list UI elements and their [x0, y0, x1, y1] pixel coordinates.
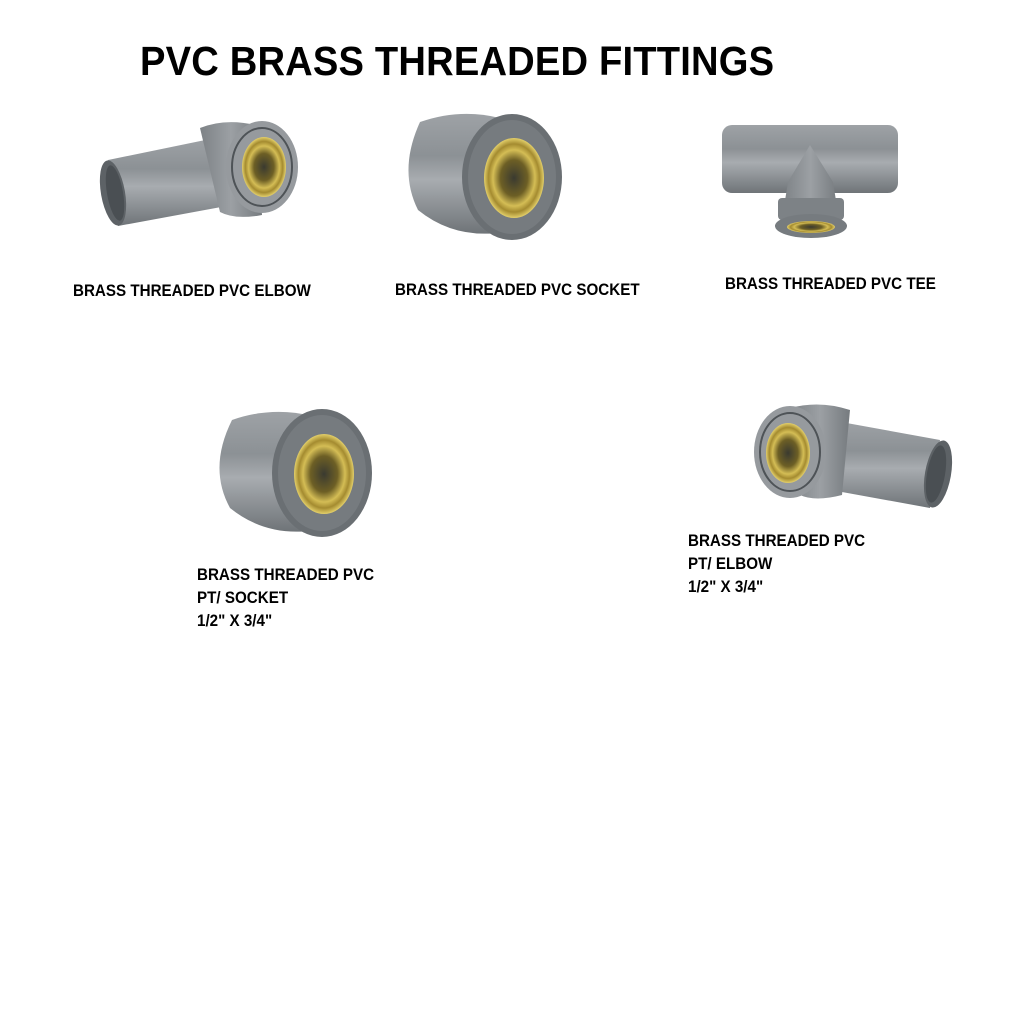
- pvc-socket-image: [408, 113, 562, 240]
- product-label: BRASS THREADED PVC TEE: [725, 275, 936, 293]
- product-label: BRASS THREADED PVC PT/ SOCKET 1/2" X 3/4…: [197, 566, 375, 630]
- product-label: BRASS THREADED PVC PT/ ELBOW 1/2" X 3/4": [688, 532, 866, 596]
- pvc-elbow-image: [99, 121, 298, 226]
- product-label: BRASS THREADED PVC ELBOW: [73, 282, 311, 300]
- pvc-elbow-image: [754, 404, 953, 508]
- pvc-tee-image: [722, 125, 898, 238]
- product-label: BRASS THREADED PVC SOCKET: [395, 281, 640, 299]
- page-title: PVC BRASS THREADED FITTINGS: [140, 38, 775, 84]
- pvc-socket-image: [219, 409, 372, 537]
